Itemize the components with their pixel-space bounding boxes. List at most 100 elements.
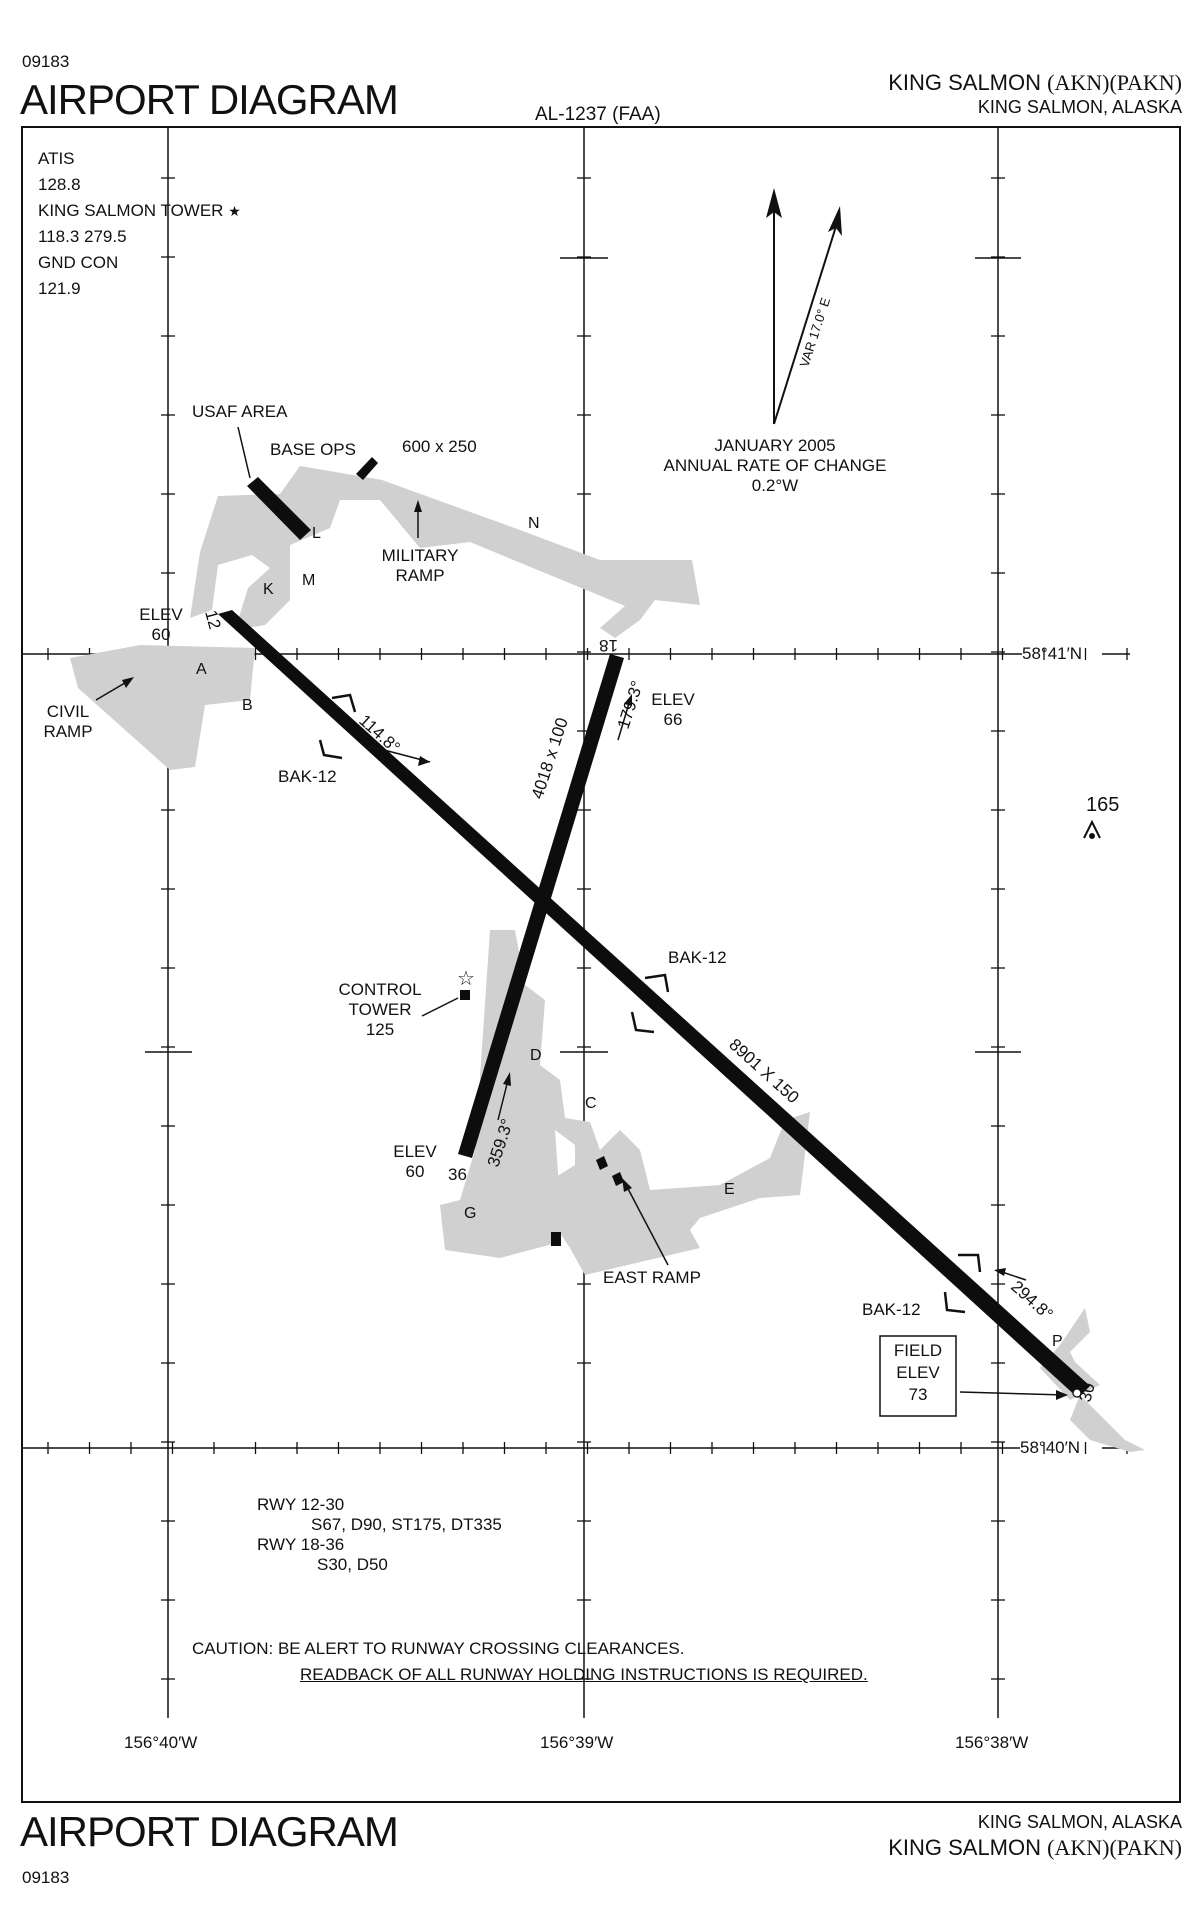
longitude-156-40: 156°40′W — [124, 1733, 198, 1752]
heading-294: 294.8° — [1007, 1277, 1056, 1324]
runway-end-30: 30 — [1076, 1381, 1099, 1404]
obstacle-icon — [1083, 819, 1101, 839]
runway-end-36: 36 — [448, 1165, 467, 1184]
airport-name-header: KING SALMON (AKN)(PAKN) — [888, 70, 1182, 96]
taxiway-p: P — [1052, 1333, 1063, 1350]
airport-location: KING SALMON, ALASKA — [977, 97, 1182, 117]
rate-label: ANNUAL RATE OF CHANGE — [663, 456, 887, 475]
grid-crosshairs — [145, 257, 1021, 1053]
map-frame — [21, 126, 1181, 1803]
caution-line-1: CAUTION: BE ALERT TO RUNWAY CROSSING CLE… — [192, 1639, 685, 1658]
atis-label: ATIS — [38, 149, 75, 168]
taxiway-m: M — [302, 572, 315, 589]
magnetic-north-line — [773, 219, 839, 425]
bak12-mid-1 — [644, 973, 670, 993]
taxiway-labels: A B K L M N D C E G P — [196, 515, 1063, 1350]
civil-ramp — [70, 645, 255, 770]
airport-identifiers: (AKN)(PAKN) — [1047, 70, 1182, 95]
runway-30-overrun — [1070, 1395, 1145, 1452]
ground-label: GND CON — [38, 253, 119, 272]
latitude-58-41: 58°41′N — [1022, 644, 1083, 663]
tower-label-row: KING SALMON TOWER ★ — [38, 198, 241, 224]
obstacle-height: 165 — [1086, 794, 1120, 816]
military-ramp-area — [190, 466, 700, 638]
buildings — [247, 457, 624, 1246]
caution-note: CAUTION: BE ALERT TO RUNWAY CROSSING CLE… — [192, 1636, 868, 1688]
runway-end-12: 12 — [201, 608, 224, 631]
ground-frequency: 121.9 — [38, 279, 81, 298]
rate-value: 0.2°W — [751, 476, 799, 495]
footer-airport-name: KING SALMON (AKN)(PAKN) — [888, 1835, 1182, 1860]
longitude-156-38: 156°38′W — [955, 1733, 1029, 1752]
taxiway-n: N — [528, 515, 540, 532]
taxiway-b: B — [242, 697, 253, 714]
bak12-label-north: BAK-12 — [278, 767, 337, 786]
rwy-12-30-label: RWY 12-30 — [257, 1495, 345, 1514]
atis-frequency: 128.8 — [38, 175, 81, 194]
runway-18-36-dimensions: 4018 x 100 — [528, 715, 572, 801]
longitude-156-39: 156°39′W — [540, 1733, 614, 1752]
bak12-south-1 — [958, 1253, 982, 1273]
footer-title: AIRPORT DIAGRAM — [20, 1808, 399, 1855]
runway-end-18: 18 — [599, 636, 618, 655]
field-elevation-label: FIELD ELEV 73 — [893, 1341, 943, 1404]
magnetic-north-icon — [828, 206, 842, 236]
taxiway-k: K — [263, 581, 274, 598]
base-ops-building — [356, 457, 378, 480]
tower-label: KING SALMON TOWER — [38, 201, 224, 220]
true-north-icon — [766, 188, 782, 218]
east-ramp-area — [440, 930, 810, 1275]
caution-line-2: READBACK OF ALL RUNWAY HOLDING INSTRUCTI… — [300, 1665, 868, 1684]
latitude-58-40: 58°40′N — [1020, 1438, 1081, 1457]
runway-18-36 — [458, 654, 624, 1158]
usaf-area-label: USAF AREA — [192, 402, 288, 421]
control-tower-label: CONTROL TOWER 125 — [338, 980, 422, 1039]
document-id: AL-1237 (FAA) — [535, 104, 661, 125]
taxiway-l: L — [312, 525, 321, 542]
runways — [218, 610, 1090, 1398]
rwy-12-30-strength: S67, D90, ST175, DT335 — [311, 1515, 502, 1534]
rwy-18-36-strength: S30, D50 — [317, 1555, 388, 1574]
taxiway-d: D — [530, 1047, 542, 1064]
control-tower-star-icon: ☆ — [457, 968, 475, 990]
footer-location: KING SALMON, ALASKA — [977, 1812, 1182, 1832]
bak12-label-mid: BAK-12 — [668, 948, 727, 967]
runway-data: RWY 12-30 S67, D90, ST175, DT335 RWY 18-… — [257, 1495, 502, 1575]
footer-volume-code: 09183 — [22, 1868, 70, 1887]
tower-frequencies: 118.3 279.5 — [38, 227, 127, 246]
usaf-area-building — [247, 477, 311, 540]
east-ramp-building — [551, 1232, 561, 1246]
taxiway-g: G — [464, 1205, 476, 1222]
north-arrows — [766, 188, 842, 425]
east-ramp-label: EAST RAMP — [603, 1268, 701, 1287]
heading-179: 179.3° — [614, 678, 647, 731]
pavement-areas — [70, 466, 1145, 1452]
volume-code: 09183 — [22, 52, 70, 71]
graticule — [22, 127, 1130, 1718]
taxiway-e: E — [724, 1181, 735, 1198]
field-elev-box — [879, 1335, 957, 1417]
airport-name: KING SALMON — [888, 70, 1042, 95]
comm-frequencies: ATIS 128.8 KING SALMON TOWER ★ 118.3 279… — [38, 146, 241, 302]
magnetic-date: JANUARY 2005 — [714, 436, 836, 455]
magnetic-change-note: JANUARY 2005 ANNUAL RATE OF CHANGE 0.2°W — [620, 436, 930, 496]
rwy-18-36-label: RWY 18-36 — [257, 1535, 345, 1554]
taxiway-a: A — [196, 661, 207, 678]
bak12-north-1 — [331, 693, 357, 713]
building-size-label: 600 x 250 — [402, 437, 477, 456]
bak12-label-south: BAK-12 — [862, 1300, 921, 1319]
leader-lines — [95, 426, 1068, 1400]
control-tower-building — [460, 990, 470, 1000]
taxiway-c: C — [585, 1095, 597, 1112]
part-time-star-icon: ★ — [228, 203, 241, 219]
arresting-gear — [318, 693, 982, 1314]
field-elev-point — [1072, 1388, 1082, 1398]
runway-12-30 — [218, 610, 1090, 1398]
page-title: AIRPORT DIAGRAM — [20, 76, 399, 123]
